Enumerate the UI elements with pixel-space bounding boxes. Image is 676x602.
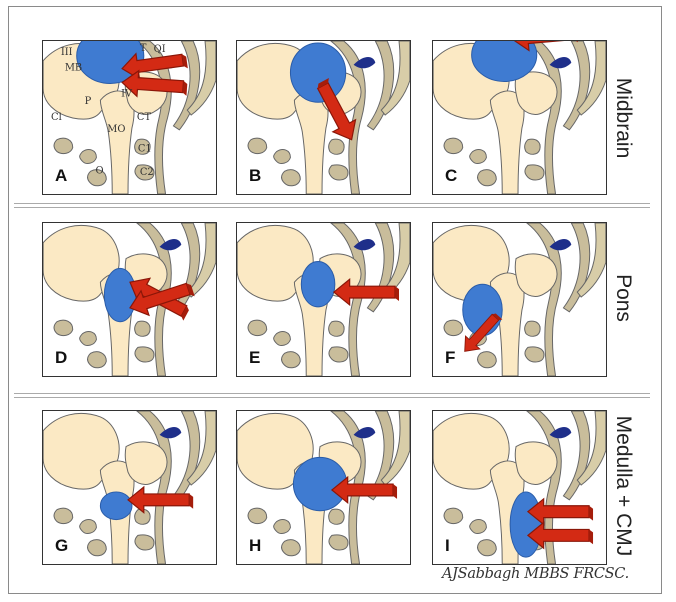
- label-mo: MO: [107, 124, 125, 135]
- panel-letter: G: [55, 536, 68, 556]
- panel-h: H: [236, 410, 411, 565]
- panel-letter: A: [55, 166, 67, 186]
- sagittal-brainstem-diagram: [237, 411, 410, 564]
- row-separator: [14, 207, 650, 208]
- panel-i: I: [432, 410, 607, 565]
- panel-f: F: [432, 222, 607, 377]
- label-o: O: [95, 165, 103, 176]
- panel-d: D: [42, 222, 217, 377]
- label-c1: C1: [138, 144, 152, 155]
- panel-letter: D: [55, 348, 67, 368]
- panel-letter: F: [445, 348, 455, 368]
- panel-letter: B: [249, 166, 261, 186]
- sagittal-brainstem-diagram: [43, 223, 216, 376]
- panel-b: B: [236, 40, 411, 195]
- sagittal-brainstem-diagram: III T QI MB P IV Cl CT MO C1 O C2: [43, 41, 216, 194]
- label-cl: Cl: [51, 112, 62, 123]
- sagittal-brainstem-diagram: [433, 223, 606, 376]
- panel-letter: H: [249, 536, 261, 556]
- label-p: P: [85, 96, 92, 107]
- lesion-ellipse: [290, 43, 345, 102]
- label-mb: MB: [65, 63, 82, 74]
- lesion-ellipse: [100, 492, 132, 520]
- sagittal-brainstem-diagram: [43, 411, 216, 564]
- panel-letter: E: [249, 348, 260, 368]
- author-signature: AJSabbagh MBBS FRCSC.: [442, 566, 629, 582]
- sagittal-brainstem-diagram: [237, 41, 410, 194]
- panel-c: C: [432, 40, 607, 195]
- label-ct: CT: [137, 112, 152, 123]
- panel-e: E: [236, 222, 411, 377]
- label-iv: IV: [121, 88, 133, 99]
- panel-a: III T QI MB P IV Cl CT MO C1 O C2 A: [42, 40, 217, 195]
- label-qi: QI: [154, 44, 166, 55]
- lesion-ellipse: [104, 268, 136, 321]
- sagittal-brainstem-diagram: [237, 223, 410, 376]
- lesion-ellipse: [301, 261, 335, 306]
- row-label-pons: Pons: [609, 203, 637, 393]
- label-t: T: [140, 43, 147, 54]
- row-separator: [14, 393, 650, 394]
- row-label-midbrain: Midbrain: [609, 23, 637, 213]
- label-c2: C2: [140, 167, 154, 178]
- sagittal-brainstem-diagram: [433, 411, 606, 564]
- row-label-medulla-cmj: Medulla + CMJ: [609, 391, 637, 581]
- label-iii: III: [61, 47, 73, 58]
- panel-letter: C: [445, 166, 457, 186]
- panel-letter: I: [445, 536, 450, 556]
- sagittal-brainstem-diagram: [433, 41, 606, 194]
- row-separator: [14, 203, 650, 204]
- row-separator: [14, 397, 650, 398]
- panel-g: G: [42, 410, 217, 565]
- lesion-ellipse: [510, 492, 542, 557]
